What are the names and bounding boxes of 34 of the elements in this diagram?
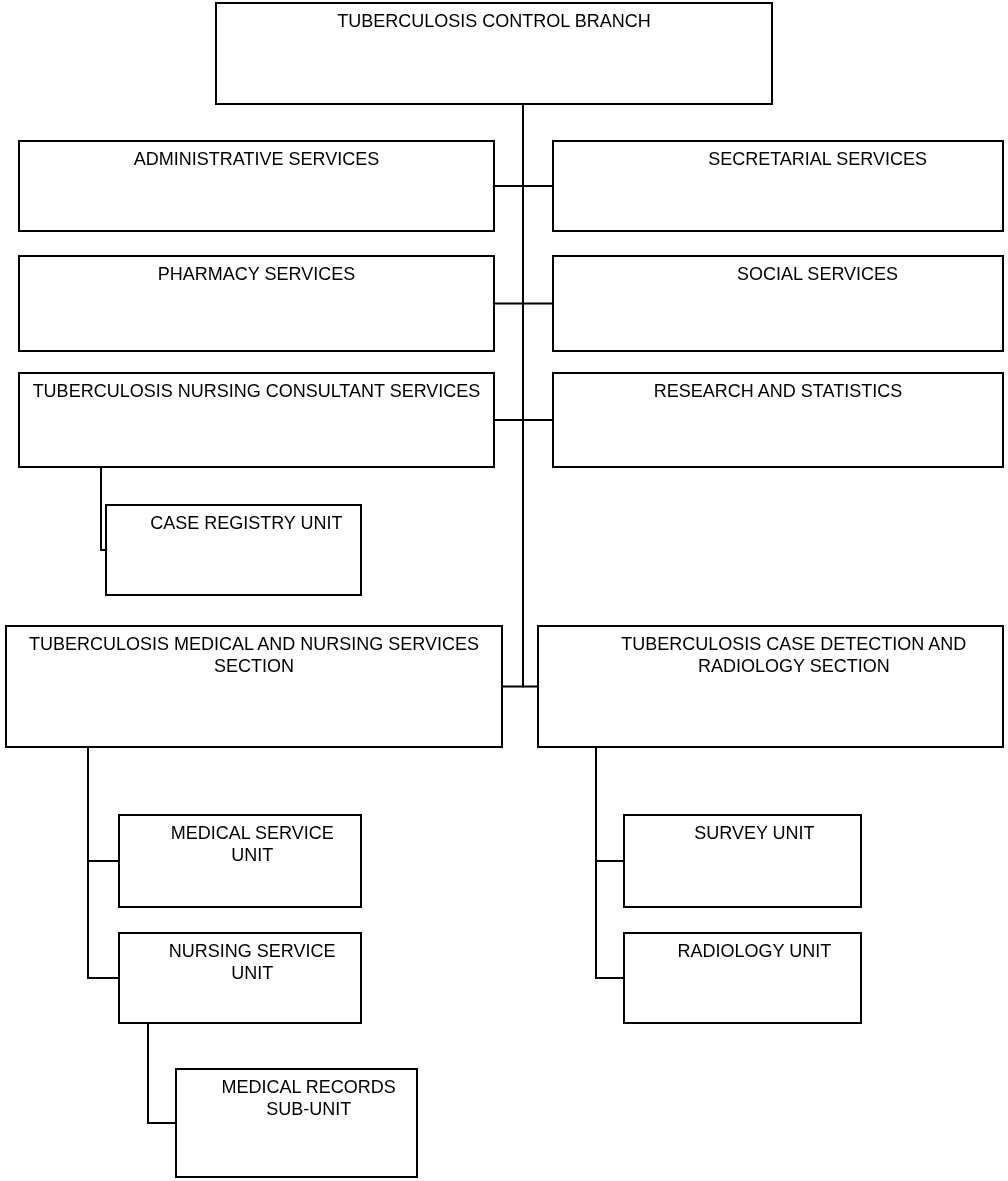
unit-name: SURVEY UNIT [694,822,815,844]
connector-line [147,1023,176,1124]
org-unit-box [552,372,1004,468]
unit-name: MEDICAL RECORDS SUB-UNIT [220,1076,397,1120]
org-unit-box [5,625,503,748]
org-unit-box [215,2,773,105]
unit-name: RESEARCH AND STATISTICS [653,380,903,402]
org-unit-box [175,1068,418,1178]
unit-name: NURSING SERVICE UNIT [167,940,337,984]
unit-name: RADIOLOGY UNIT [677,940,832,962]
unit-name: TUBERCULOSIS CONTROL BRANCH [337,10,651,32]
connector-line [87,747,119,979]
unit-name: MEDICAL SERVICE UNIT [169,822,335,866]
org-unit-box [118,932,362,1024]
unit-name: TUBERCULOSIS NURSING CONSULTANT SERVICES [32,380,481,402]
unit-name: SOCIAL SERVICES [737,263,899,285]
unit-name: CASE REGISTRY UNIT [150,512,343,534]
org-unit-box [105,504,362,596]
org-unit-box [18,255,495,352]
unit-name: SECRETARIAL SERVICES [708,148,927,170]
org-unit-box [18,140,495,232]
connector-line [100,467,106,551]
org-unit-box [552,255,1004,352]
org-unit-box [623,932,862,1024]
unit-name: ADMINISTRATIVE SERVICES [133,148,380,170]
unit-name: PHARMACY SERVICES [157,263,356,285]
org-unit-box [552,140,1004,232]
unit-name: TUBERCULOSIS MEDICAL AND NURSING SERVICES SECTION [27,633,481,677]
unit-name: TUBERCULOSIS CASE DETECTION AND RADIOLOGY SECTION [620,633,968,677]
org-unit-box [623,814,862,908]
org-unit-box [18,372,495,468]
org-unit-box [537,625,1004,748]
connector-line [595,747,624,979]
org-unit-box [118,814,362,908]
